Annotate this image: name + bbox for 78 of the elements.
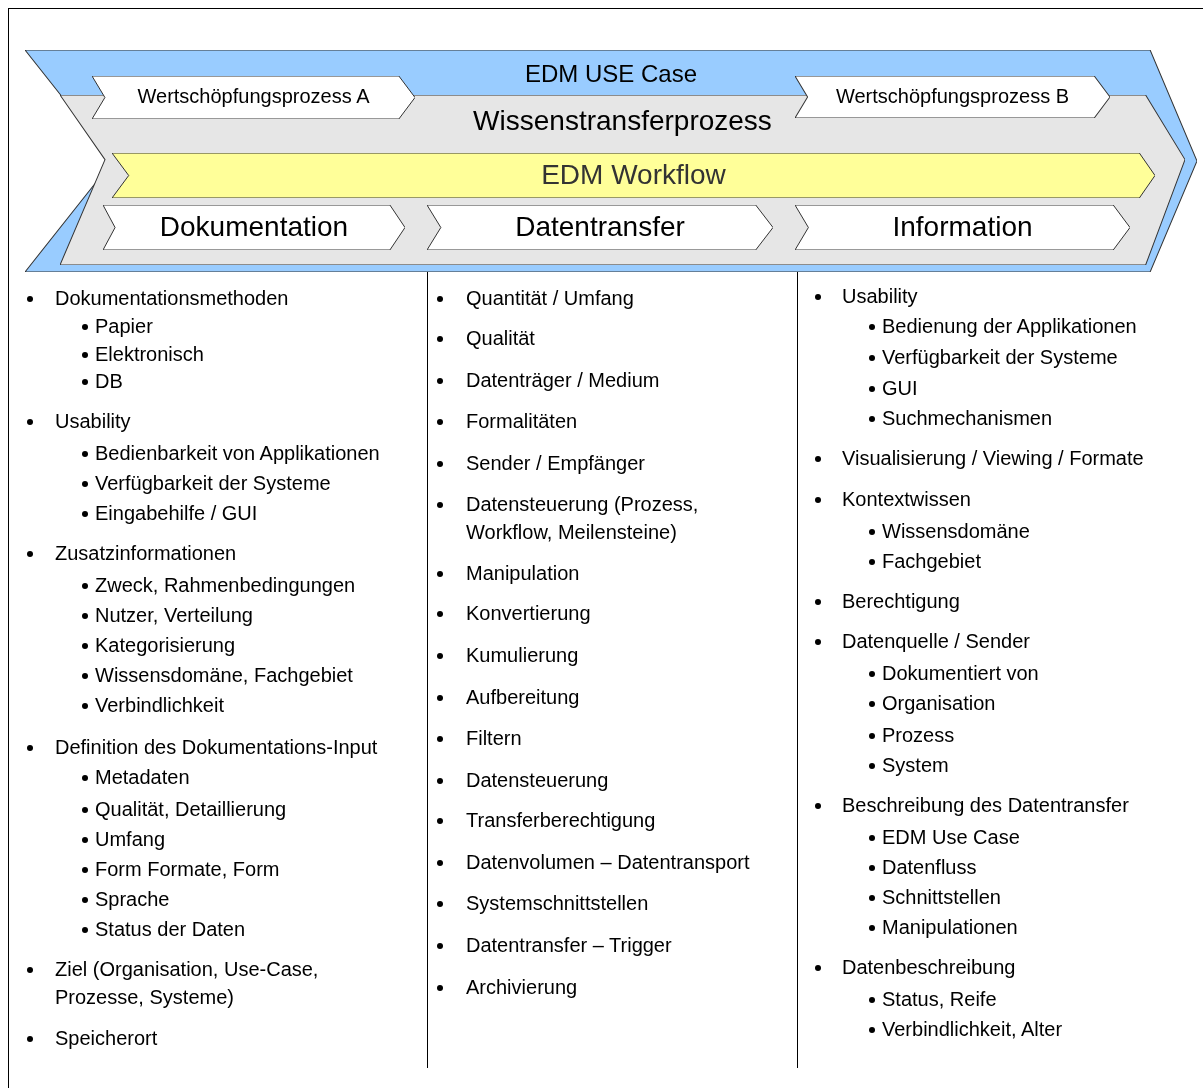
list-item: Zusatzinformationen: [55, 541, 237, 566]
list-item: Qualität: [466, 326, 535, 351]
phase-banner: [427, 205, 773, 250]
list-item: Datenvolumen – Datentransport: [466, 850, 750, 875]
list-item: Visualisierung / Viewing / Formate: [842, 446, 1144, 471]
sub-list-item: Status der Daten: [95, 917, 246, 942]
sub-list-item: Wissensdomäne: [882, 519, 1030, 544]
list-item: Datensteuerung: [466, 768, 609, 793]
list-item: Formalitäten: [466, 409, 578, 434]
list-item: Filtern: [466, 726, 522, 751]
list-item: Manipulation: [466, 561, 580, 586]
list-item: Sender / Empfänger: [466, 451, 645, 476]
use-case-chevron: [25, 50, 1197, 272]
sub-list-item: Elektronisch: [95, 342, 204, 367]
sub-list-item: Datenfluss: [882, 855, 977, 880]
list-item: Kontextwissen: [842, 487, 971, 512]
sub-list-item: EDM Use Case: [882, 825, 1020, 850]
workflow-chevron: [112, 153, 1155, 198]
sub-list-item: Prozess: [882, 723, 955, 748]
sub-list-item: Zweck, Rahmenbedingungen: [95, 573, 356, 598]
chevron-label: Information: [891, 211, 1034, 243]
sub-list-item: Bedienbarkeit von Applikationen: [95, 441, 380, 466]
list-item: Dokumentationsmethoden: [55, 286, 289, 311]
sub-list-item: Papier: [95, 314, 153, 339]
value-chain-chevron: [92, 76, 415, 119]
list-item: Usability: [842, 284, 918, 309]
sub-list-item: Bedienung der Applikationen: [882, 314, 1137, 339]
sub-list-item: Manipulationen: [882, 915, 1018, 940]
list-item: Beschreibung des Datentransfer: [842, 793, 1129, 818]
chevron-label: Datentransfer: [514, 211, 686, 243]
sub-list-item: Form Formate, Form: [95, 857, 280, 882]
sub-list-item: Verfügbarkeit der Systeme: [95, 471, 331, 496]
sub-list-item: Kategorisierung: [95, 633, 236, 658]
chevron-label: EDM USE Case: [523, 60, 698, 88]
chevron-label: Wertschöpfungsprozess A: [136, 85, 371, 108]
list-item: Quantität / Umfang: [466, 286, 634, 311]
chevron-label: EDM Workflow: [540, 159, 727, 191]
sub-list-item: Eingabehilfe / GUI: [95, 501, 258, 526]
sub-list-item: Sprache: [95, 887, 170, 912]
sub-list-item: Fachgebiet: [882, 549, 981, 574]
sub-list-item: Nutzer, Verteilung: [95, 603, 253, 628]
list-item: Datenbeschreibung: [842, 955, 1016, 980]
list-item: Kumulierung: [466, 643, 579, 668]
list-item: Konvertierung: [466, 601, 591, 626]
sub-list-item: Suchmechanismen: [882, 406, 1053, 431]
list-item: Transferberechtigung: [466, 808, 656, 833]
list-item: Berechtigung: [842, 589, 960, 614]
list-item: Systemschnittstellen: [466, 891, 649, 916]
chevron-label: Dokumentation: [158, 211, 350, 243]
sub-list-item: Dokumentiert von: [882, 661, 1039, 686]
sub-list-item: System: [882, 753, 949, 778]
list-item: Datentransfer – Trigger: [466, 933, 672, 958]
chevron-label: Wertschöpfungsprozess B: [834, 85, 1071, 108]
chevron-label: Wissenstransferprozess: [472, 105, 773, 137]
sub-list-item: Verfügbarkeit der Systeme: [882, 345, 1118, 370]
list-item: Datenträger / Medium: [466, 368, 660, 393]
list-item: Datensteuerung (Prozess, Workflow, Meilensteine): [466, 492, 700, 545]
list-item: Ziel (Organisation, Use-Case, Prozesse, Systeme): [55, 957, 320, 1010]
sub-list-item: Verbindlichkeit: [95, 693, 224, 718]
list-item: Datenquelle / Sender: [842, 629, 1030, 654]
sub-list-item: Metadaten: [95, 765, 190, 790]
value-chain-chevron: [795, 76, 1110, 118]
sub-list-item: DB: [95, 369, 123, 394]
phase-banner: [103, 205, 405, 250]
sub-list-item: Status, Reife: [882, 987, 997, 1012]
sub-list-item: Organisation: [882, 691, 996, 716]
phase-banner: [795, 205, 1130, 250]
sub-list-item: GUI: [882, 376, 918, 401]
list-item: Definition des Dokumentations-Input: [55, 735, 378, 760]
list-item: Speicherort: [55, 1026, 158, 1051]
sub-list-item: Verbindlichkeit, Alter: [882, 1017, 1063, 1042]
sub-list-item: Qualität, Detaillierung: [95, 797, 287, 822]
sub-list-item: Umfang: [95, 827, 166, 852]
list-item: Archivierung: [466, 975, 578, 1000]
sub-list-item: Wissensdomäne, Fachgebiet: [95, 663, 353, 688]
list-item: Aufbereitung: [466, 685, 580, 710]
sub-list-item: Schnittstellen: [882, 885, 1001, 910]
list-item: Usability: [55, 409, 131, 434]
